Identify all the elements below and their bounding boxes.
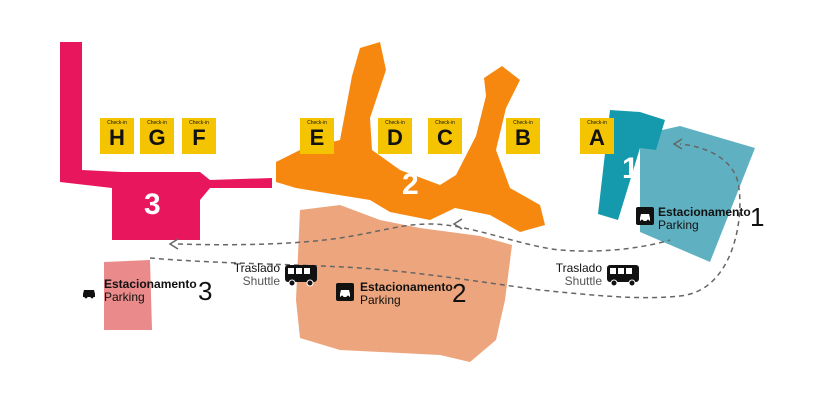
checkin-person-icon: Check-in bbox=[385, 120, 405, 126]
shuttle-left-title: Traslado bbox=[233, 261, 280, 275]
checkin-counter-d[interactable]: Check-in D bbox=[378, 118, 412, 154]
checkin-counter-a[interactable]: Check-in A bbox=[580, 118, 614, 154]
parking-1-area[interactable] bbox=[640, 126, 755, 262]
terminal-3-label: 3 bbox=[144, 188, 161, 221]
checkin-person-icon: Check-in bbox=[587, 120, 607, 126]
terminal-3-building[interactable] bbox=[60, 42, 272, 240]
parking-3-number: 3 bbox=[198, 276, 213, 306]
checkin-counter-c[interactable]: Check-in C bbox=[428, 118, 462, 154]
terminal-2-building[interactable] bbox=[276, 42, 545, 232]
checkin-person-icon: Check-in bbox=[147, 120, 167, 126]
parking-3-subtitle: Parking bbox=[104, 290, 145, 304]
checkin-person-icon: Check-in bbox=[107, 120, 127, 126]
terminal-1-building[interactable] bbox=[598, 110, 665, 220]
checkin-letter: D bbox=[387, 125, 403, 150]
shuttle-route-3 bbox=[177, 223, 671, 252]
parking-3-label: Estacionamento Parking bbox=[104, 278, 197, 304]
car-icon bbox=[336, 283, 354, 301]
shuttle-right-title: Traslado bbox=[555, 261, 602, 275]
checkin-person-icon: Check-in bbox=[513, 120, 533, 126]
checkin-counter-b[interactable]: Check-in B bbox=[506, 118, 540, 154]
checkin-counter-g[interactable]: Check-in G bbox=[140, 118, 174, 154]
terminal-2-label: 2 bbox=[402, 168, 419, 201]
parking-3-title: Estacionamento bbox=[104, 277, 197, 291]
checkin-person-icon: Check-in bbox=[435, 120, 455, 126]
route-arrow-t2 bbox=[452, 218, 463, 230]
checkin-counter-e[interactable]: Check-in E bbox=[300, 118, 334, 154]
checkin-counter-f[interactable]: Check-in F bbox=[182, 118, 216, 154]
parking-1-number: 1 bbox=[750, 202, 765, 232]
checkin-person-icon: Check-in bbox=[307, 120, 327, 126]
checkin-letter: G bbox=[148, 125, 166, 150]
parking-3-area[interactable] bbox=[104, 260, 152, 330]
terminal-1-label: 1 bbox=[622, 152, 639, 185]
checkin-letter: H bbox=[109, 125, 125, 150]
parking-2-title: Estacionamento bbox=[360, 280, 453, 294]
checkin-counter-h[interactable]: Check-in H bbox=[100, 118, 134, 154]
checkin-letter: B bbox=[515, 125, 531, 150]
shuttle-left-subtitle: Shuttle bbox=[242, 274, 280, 288]
parking-2-subtitle: Parking bbox=[360, 293, 401, 307]
shuttle-label-left: Traslado Shuttle bbox=[226, 262, 280, 288]
parking-2-number: 2 bbox=[452, 278, 467, 308]
parking-1-title: Estacionamento bbox=[658, 205, 751, 219]
route-arrow-left bbox=[168, 238, 179, 250]
parking-1-subtitle: Parking bbox=[658, 218, 699, 232]
car-icon bbox=[80, 283, 98, 301]
checkin-letter: C bbox=[437, 125, 453, 150]
shuttle-right-subtitle: Shuttle bbox=[564, 274, 602, 288]
parking-1-label: Estacionamento Parking bbox=[658, 206, 751, 232]
checkin-letter: E bbox=[309, 125, 325, 150]
parking-2-area[interactable] bbox=[296, 205, 512, 362]
shuttle-label-right: Traslado Shuttle bbox=[548, 262, 602, 288]
checkin-letter: F bbox=[192, 125, 206, 150]
car-icon bbox=[636, 207, 654, 225]
parking-2-label: Estacionamento Parking bbox=[360, 281, 453, 307]
checkin-person-icon: Check-in bbox=[189, 120, 209, 126]
route-arrow-t1 bbox=[672, 138, 683, 150]
checkin-letter: A bbox=[589, 125, 605, 150]
